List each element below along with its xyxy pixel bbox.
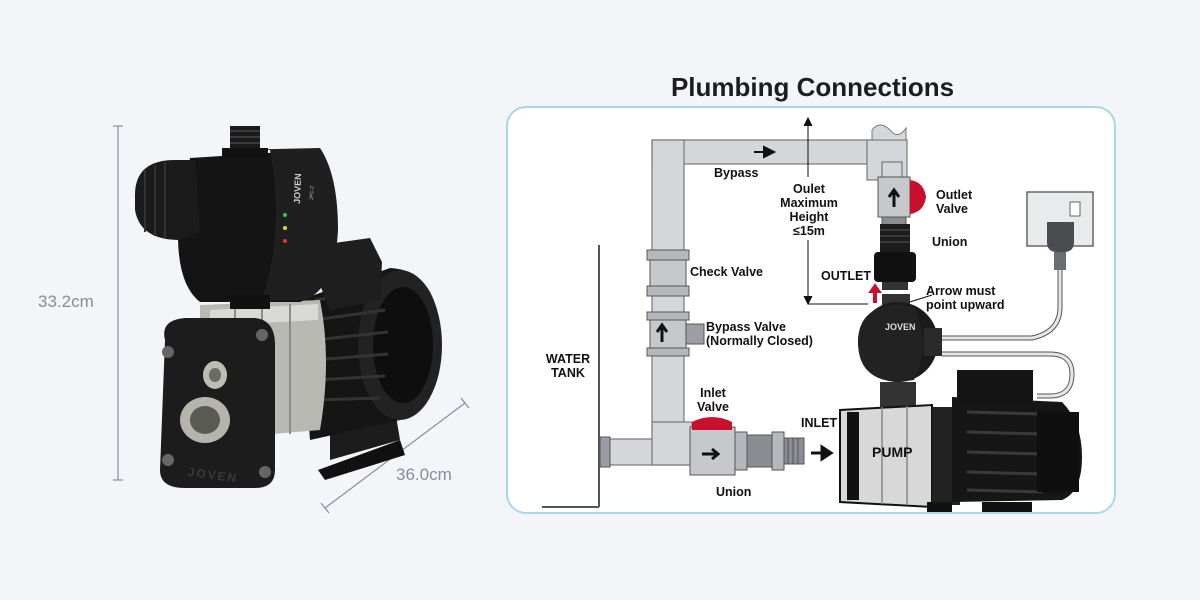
diagram-title: Plumbing Connections [670, 72, 955, 102]
width-dimension-label: 36.0cm [396, 465, 452, 484]
label-bypass-valve: Bypass Valve (Normally Closed) [706, 320, 813, 348]
label-inlet-valve: Inlet Valve [697, 386, 729, 414]
height-dimension-line [113, 125, 123, 481]
controller-brand-text: JOVEN [292, 173, 303, 204]
height-limit-line [803, 116, 868, 306]
product-illustration: JOVEN JOVEN JPC-2 [113, 125, 470, 514]
diagram-panel: JOVEN [506, 106, 1116, 514]
outlet-direction-arrow [868, 283, 882, 303]
union-bottom [734, 431, 805, 471]
height-dimension-label: 33.2cm [38, 292, 94, 311]
label-union-bottom: Union [716, 485, 752, 499]
inlet-flow-arrow [811, 444, 834, 462]
pump-unit [839, 370, 1082, 512]
pressure-controller: JOVEN [858, 294, 942, 412]
label-outlet-max-height: Oulet Maximum Height ≤15m [780, 182, 838, 238]
label-outlet-valve: Outlet Valve [936, 188, 973, 216]
outlet-valve [877, 176, 926, 226]
label-water-tank: WATER TANK [545, 352, 591, 380]
label-check-valve: Check Valve [690, 265, 763, 279]
bypass-flow-arrow [754, 145, 777, 159]
inlet-valve [689, 417, 736, 476]
label-inlet: INLET [801, 416, 838, 430]
controller-brand-label: JOVEN [885, 322, 916, 332]
bypass-valve [646, 311, 705, 357]
power-cable-inner [942, 270, 1074, 398]
casing-brand-text: JOVEN [187, 465, 239, 486]
label-pump: PUMP [872, 444, 913, 460]
power-socket [1026, 191, 1094, 270]
pump-product: JOVEN JOVEN JPC-2 [135, 126, 442, 488]
controller-model-text: JPC-2 [309, 186, 315, 200]
check-valve [646, 249, 690, 297]
label-outlet: OUTLET [821, 269, 871, 283]
label-union-top: Union [932, 235, 968, 249]
plumbing-diagram: JOVEN [542, 116, 1094, 512]
label-bypass: Bypass [714, 166, 759, 180]
water-tank-wall [542, 245, 600, 508]
union-top [874, 224, 916, 290]
label-arrow-note: Arrow must point upward [926, 284, 1005, 312]
